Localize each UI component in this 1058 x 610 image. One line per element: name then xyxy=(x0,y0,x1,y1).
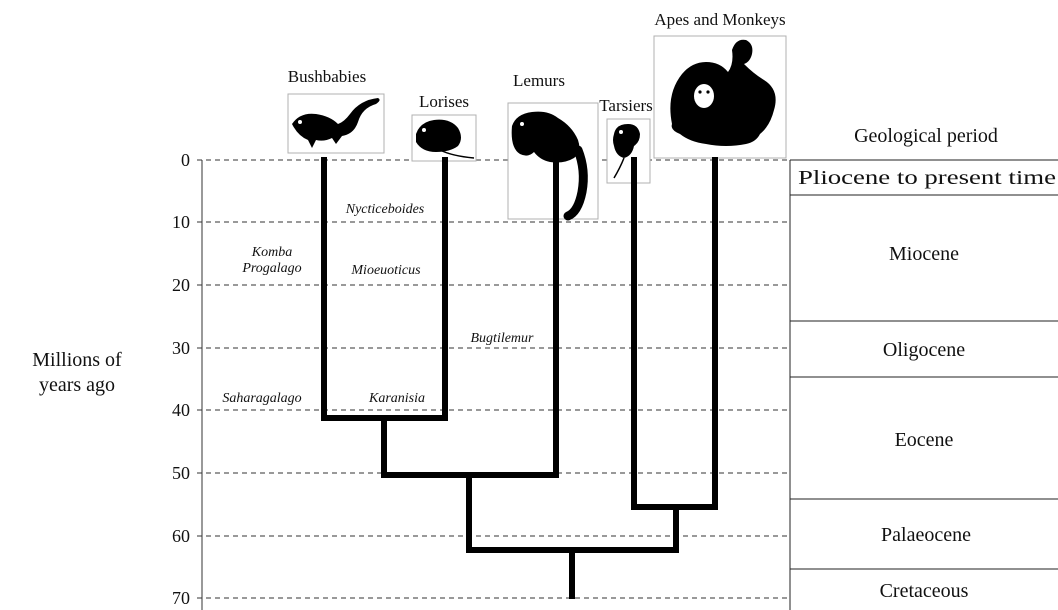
period-cretaceous: Cretaceous xyxy=(880,580,969,602)
loris-image xyxy=(412,115,476,161)
tick-label: 70 xyxy=(172,588,190,608)
taxon-label-tarsiers: Tarsiers xyxy=(599,96,653,115)
period-oligocene: Oligocene xyxy=(883,339,965,361)
tick-label: 10 xyxy=(172,212,190,232)
taxon-label-bushbabies: Bushbabies xyxy=(288,67,366,86)
ape-face xyxy=(694,84,714,108)
axis-title-line1: Millions of xyxy=(32,349,122,371)
taxon-label-apes: Apes and Monkeys xyxy=(654,10,785,29)
period-palaeocene: Palaeocene xyxy=(881,524,971,546)
lemur-eye xyxy=(520,122,524,126)
y-tick-labels: 0 10 20 30 40 50 60 70 xyxy=(172,150,190,608)
period-miocene: Miocene xyxy=(889,243,959,265)
geological-period-column: Geological period Pliocene to present ti… xyxy=(790,125,1058,610)
fossil-komba: Komba xyxy=(251,245,292,260)
period-pliocene: Pliocene to present time xyxy=(798,167,1056,189)
fossil-karanisia: Karanisia xyxy=(368,391,425,406)
fossil-progalago: Progalago xyxy=(241,261,301,276)
taxon-label-lemurs: Lemurs xyxy=(513,71,565,90)
tick-label: 0 xyxy=(181,150,190,170)
tick-label: 20 xyxy=(172,275,190,295)
tick-label: 40 xyxy=(172,400,190,420)
period-header: Geological period xyxy=(854,125,998,147)
loris-eye xyxy=(422,128,426,132)
tick-label: 30 xyxy=(172,338,190,358)
time-gridlines xyxy=(197,160,790,598)
phylogenetic-tree xyxy=(324,160,715,596)
fossil-labels: Nycticeboides Komba Progalago Mioeuoticu… xyxy=(222,202,534,406)
tarsier-eye xyxy=(619,130,623,134)
ape-image xyxy=(654,36,786,158)
fossil-bugtilemur: Bugtilemur xyxy=(471,331,535,346)
taxon-label-lorises: Lorises xyxy=(419,92,469,111)
bushbaby-image xyxy=(288,94,384,153)
fossil-mioeuoticus: Mioeuoticus xyxy=(350,263,421,278)
axis-title-line2: years ago xyxy=(39,374,115,396)
ape-eye-right xyxy=(706,90,709,93)
tarsier-image xyxy=(607,119,650,183)
tick-label: 60 xyxy=(172,526,190,546)
fossil-nycticeboides: Nycticeboides xyxy=(345,202,425,217)
bushbaby-eye xyxy=(298,120,302,124)
loris-silhouette xyxy=(416,120,461,152)
ape-eye-left xyxy=(698,90,701,93)
fossil-saharagalago: Saharagalago xyxy=(222,391,301,406)
period-eocene: Eocene xyxy=(895,429,954,451)
tick-label: 50 xyxy=(172,463,190,483)
